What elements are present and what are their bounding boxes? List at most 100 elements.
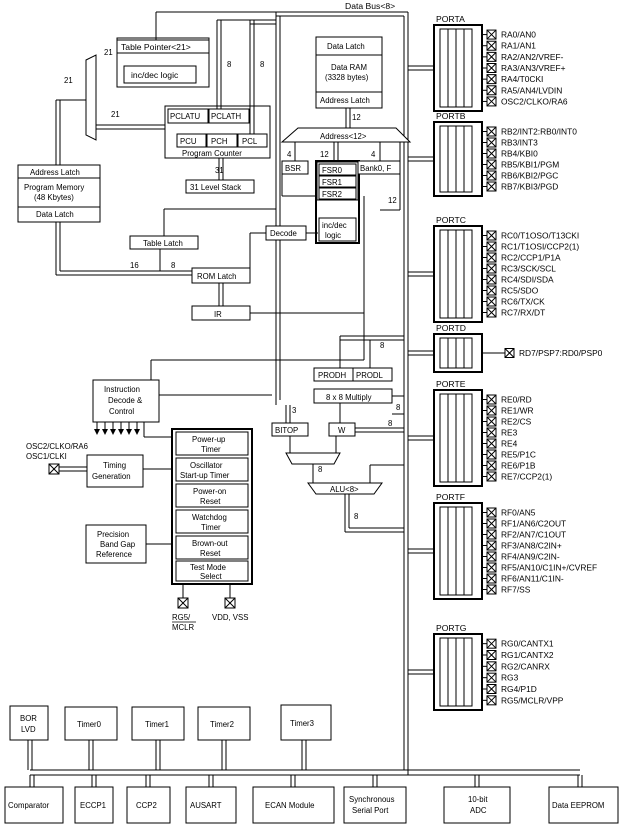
peripherals-layer: BOR LVD Timer0 Timer1 Timer2 Timer3 Comp… [4, 704, 619, 824]
pin-label: RE1/WR [501, 406, 534, 416]
svg-text:Timer: Timer [201, 523, 221, 532]
port-name: PORTC [436, 215, 466, 225]
osc1-pin-label: OSC1/CLKI [26, 452, 67, 461]
pin-label: RG1/CANTX2 [501, 650, 554, 660]
prodh-label: PRODH [318, 371, 346, 380]
svg-text:8: 8 [318, 465, 322, 474]
vdd-vss-label: VDD, VSS [212, 613, 248, 622]
alu-input-mux [285, 452, 341, 465]
adc-box [443, 786, 511, 824]
port-name: PORTB [436, 111, 466, 121]
ssp-box [343, 786, 407, 824]
timer1-box [131, 706, 185, 741]
table-inc-dec-label: inc/dec logic [131, 70, 179, 80]
pin-label: RE6/P1B [501, 461, 536, 471]
pclath-label: PCLATH [211, 112, 241, 121]
svg-text:Timer2: Timer2 [210, 720, 234, 729]
ecan-box [252, 786, 335, 824]
svg-text:8: 8 [260, 60, 264, 69]
pin-label: RA1/AN1 [501, 41, 536, 51]
port-name: PORTD [436, 323, 466, 333]
stack-box [185, 179, 255, 194]
svg-text:21: 21 [111, 110, 120, 119]
eeprom-box [548, 786, 619, 824]
svg-text:ECAN Module: ECAN Module [265, 801, 314, 810]
svg-text:12: 12 [388, 196, 397, 205]
pm-label-2: (48 Kbytes) [34, 193, 74, 202]
svg-text:Timer0: Timer0 [77, 720, 102, 729]
svg-text:10-bit: 10-bit [468, 795, 488, 804]
pin-label: RF4/AN9/C2IN- [501, 552, 560, 562]
svg-text:LVD: LVD [21, 725, 36, 734]
svg-text:inc/dec: inc/dec [322, 221, 347, 230]
svg-text:12: 12 [320, 150, 329, 159]
svg-text:Timer: Timer [201, 445, 221, 454]
fsr2-label: FSR2 [322, 190, 342, 199]
svg-text:21: 21 [104, 48, 113, 57]
w-register [328, 422, 356, 437]
svg-text:Instruction: Instruction [104, 385, 140, 394]
pcu-label: PCU [180, 137, 197, 146]
svg-text:Watchdog: Watchdog [192, 513, 227, 522]
decode-label: Decode [270, 229, 297, 238]
pin-label: RE0/RD [501, 395, 532, 405]
svg-text:21: 21 [64, 76, 73, 85]
svg-text:Start-up Timer: Start-up Timer [180, 471, 230, 480]
svg-text:Control: Control [109, 407, 134, 416]
rg5-label: RG5/ [172, 613, 191, 622]
svg-text:Timer3: Timer3 [290, 719, 314, 728]
port-name: PORTE [436, 379, 466, 389]
pin-label: RC2/CCP1/P1A [501, 253, 561, 263]
svg-text:Timing: Timing [103, 461, 126, 470]
svg-text:8: 8 [396, 403, 400, 412]
svg-text:3: 3 [292, 406, 296, 415]
svg-text:8: 8 [171, 261, 175, 270]
pin-label: RC3/SCK/SCL [501, 264, 556, 274]
svg-text:Synchronous: Synchronous [349, 795, 395, 804]
ram-label-2: (3328 bytes) [325, 73, 369, 82]
svg-text:Timer1: Timer1 [145, 720, 169, 729]
pin-label: RE7/CCP2(1) [501, 472, 552, 482]
mclr-label: MCLR [172, 623, 194, 632]
svg-text:Test Mode: Test Mode [190, 563, 226, 572]
pin-label: RG4/P1D [501, 684, 537, 694]
port-name: PORTA [436, 14, 465, 24]
port-portb: PORTBRB2/INT2:RB0/INT0RB3/INT3RB4/KBI0RB… [408, 111, 577, 197]
svg-text:Band Gap: Band Gap [100, 540, 136, 549]
pin-label: RE3 [501, 428, 518, 438]
pin-label: RC1/T1OSI/CCP2(1) [501, 242, 579, 252]
instruction-decode [92, 379, 160, 423]
timer3-box [280, 704, 332, 741]
svg-text:logic: logic [325, 231, 341, 240]
reset-timer-stack [171, 428, 253, 585]
prodl-label: PRODL [356, 371, 384, 380]
pin-label: RC7/RX/DT [501, 308, 545, 318]
w-label: W [338, 426, 346, 435]
alu [307, 482, 383, 495]
bor-lvd-box [9, 705, 49, 741]
svg-text:Generation: Generation [92, 472, 131, 481]
pin-label: RB7/KBI3/PGD [501, 182, 558, 192]
pin-label: RA5/AN4/LVDIN [501, 85, 562, 95]
address-bus-mux [280, 127, 412, 143]
pin-label: RE2/CS [501, 417, 532, 427]
svg-text:Power-up: Power-up [192, 435, 226, 444]
svg-text:ECCP1: ECCP1 [80, 801, 106, 810]
svg-text:Data EEPROM: Data EEPROM [552, 801, 604, 810]
svg-text:16: 16 [130, 261, 139, 270]
pin-label: RG3 [501, 673, 519, 683]
pin-label: RG5/MCLR/VPP [501, 695, 564, 705]
program-counter-label: Program Counter [182, 149, 242, 158]
address-mux [85, 54, 97, 141]
control-signal-arrows [94, 422, 140, 435]
port-portg: PORTGRG0/CANTX1RG1/CANTX2RG2/CANRXRG3RG4… [408, 623, 564, 711]
pin-label: RE5/P1C [501, 450, 536, 460]
svg-text:8: 8 [354, 512, 358, 521]
pin-label: RF0/AN5 [501, 508, 536, 518]
svg-text:Reset: Reset [200, 549, 221, 558]
alu-label: ALU<8> [330, 485, 359, 494]
svg-text:8: 8 [227, 60, 231, 69]
port-porte: PORTERE0/RDRE1/WRRE2/CSRE3RE4RE5/P1CRE6/… [408, 379, 552, 487]
